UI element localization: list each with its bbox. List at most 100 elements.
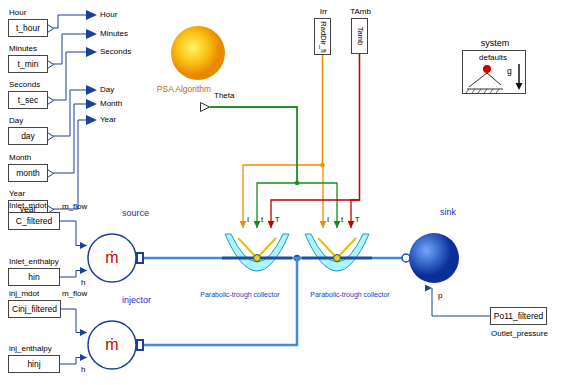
block-value: day xyxy=(21,132,35,141)
collector-graphic xyxy=(302,228,372,288)
ground-hatch xyxy=(490,89,493,93)
fluid-port xyxy=(138,254,142,262)
gravity-arrow xyxy=(518,64,520,84)
block-label: Inlet_mdot xyxy=(9,202,46,210)
constant-block: Secondst_sec xyxy=(8,91,48,109)
constant-block: Monthmonth xyxy=(8,164,48,182)
port-name: h xyxy=(81,366,85,374)
port-name: p xyxy=(438,292,442,300)
input-connector: Year xyxy=(86,115,97,125)
connector-symbol xyxy=(86,10,97,20)
connector-symbol xyxy=(86,85,97,95)
ground-hatch xyxy=(466,89,469,93)
constant-block: Minutest_min xyxy=(8,55,48,73)
flow-symbol: ṁ xyxy=(105,337,118,353)
input-connector: Day xyxy=(86,85,97,95)
absorber-tube xyxy=(254,255,261,262)
connector-line xyxy=(210,107,297,228)
connector-line xyxy=(60,358,87,365)
port-name: m_flow xyxy=(62,290,87,298)
connector-line xyxy=(48,52,86,100)
block-value: month xyxy=(16,169,40,178)
block-label: Month xyxy=(9,154,31,162)
port-name: I xyxy=(247,216,249,224)
connector-triangle xyxy=(48,96,54,104)
absorber-tube xyxy=(334,255,341,262)
connector-triangle xyxy=(86,115,97,125)
collector-graphic xyxy=(222,228,292,288)
block-value: C_filtered xyxy=(16,217,52,226)
constant-block: Dayday xyxy=(8,127,48,145)
block-name: system xyxy=(481,39,510,48)
connector-symbol xyxy=(86,99,97,109)
block-label: Inlet_enthalpy xyxy=(9,258,59,266)
signal-block: IrrRadDir_fi xyxy=(314,18,331,55)
input-connector: Minutes xyxy=(86,29,97,39)
connector-line xyxy=(48,34,86,64)
block-label: Seconds xyxy=(9,81,40,89)
connector-line xyxy=(48,90,86,136)
connector-triangle xyxy=(48,24,54,32)
output-connector: Theta xyxy=(200,102,210,112)
port-name: T xyxy=(355,216,360,224)
sun-graphic xyxy=(170,25,226,81)
port-name: I xyxy=(327,216,329,224)
connector-triangle xyxy=(86,99,97,109)
boundary-sink: sinkp xyxy=(402,228,462,288)
connector-line xyxy=(60,221,87,246)
block-name: Parabolic-trough collector xyxy=(310,291,389,298)
fluid-port xyxy=(402,254,410,262)
block-name: source xyxy=(122,209,149,218)
output-connector xyxy=(47,60,54,69)
port-name: t xyxy=(261,216,263,224)
trough-mirror xyxy=(225,234,289,271)
ball xyxy=(483,65,491,73)
flow-symbol: ṁ xyxy=(105,250,118,266)
block-value: RadDir_fi xyxy=(319,21,327,52)
output-connector xyxy=(47,24,54,33)
connector-line xyxy=(271,54,360,228)
signal-block: inj_enthalpyhinj xyxy=(8,355,60,373)
block-value: t_sec xyxy=(18,96,38,105)
connector-line xyxy=(61,309,87,333)
block-value: t_hour xyxy=(16,24,40,33)
port-name: T xyxy=(275,216,280,224)
input-connector: Hour xyxy=(86,10,97,20)
connector-triangle xyxy=(86,10,97,20)
fluid-port xyxy=(136,252,144,264)
output-connector xyxy=(47,132,54,141)
connector-symbol xyxy=(86,115,97,125)
block-label: Year xyxy=(9,190,25,198)
sun-symbol: PSA Algorithm xyxy=(170,25,226,81)
block-value: Tamb xyxy=(356,27,364,45)
connector-triangle xyxy=(86,47,97,57)
block-label: inj_enthalpy xyxy=(9,345,52,353)
gravity-symbol: g xyxy=(507,67,512,76)
connector-symbol xyxy=(86,29,97,39)
signal-block: Inlet_mdotC_filtered xyxy=(8,212,60,230)
block-name: PSA Algorithm xyxy=(157,85,211,94)
signal-block: Outlet_pressurePo11_filtered xyxy=(490,307,547,325)
mass-flow-source: sourcem_flowhṁ xyxy=(87,233,137,283)
collector-symbol: Parabolic-trough collectorItT xyxy=(302,228,372,288)
signal-block: TAmbTamb xyxy=(351,18,368,54)
connector-line xyxy=(210,107,337,228)
connector-triangle xyxy=(86,29,97,39)
connector-name: Hour xyxy=(100,11,117,19)
port-name: h xyxy=(81,279,85,287)
connector-name: Day xyxy=(100,86,114,94)
connector-name: Seconds xyxy=(100,48,131,56)
sun-disc xyxy=(171,26,225,80)
block-label: Outlet_pressure xyxy=(491,330,548,338)
block-label: Hour xyxy=(9,9,26,17)
signal-block: inj_mdotCinj_filtered xyxy=(8,300,61,318)
signal-block: Inlet_enthalpyhin xyxy=(8,268,60,286)
connector-name: Year xyxy=(100,116,116,124)
block-value: Cinj_filtered xyxy=(12,305,57,314)
connector-triangle xyxy=(48,169,54,177)
block-value: t_min xyxy=(18,60,39,69)
output-connector xyxy=(47,96,54,105)
ground-hatch xyxy=(484,89,487,93)
block-name: injector xyxy=(122,296,151,305)
